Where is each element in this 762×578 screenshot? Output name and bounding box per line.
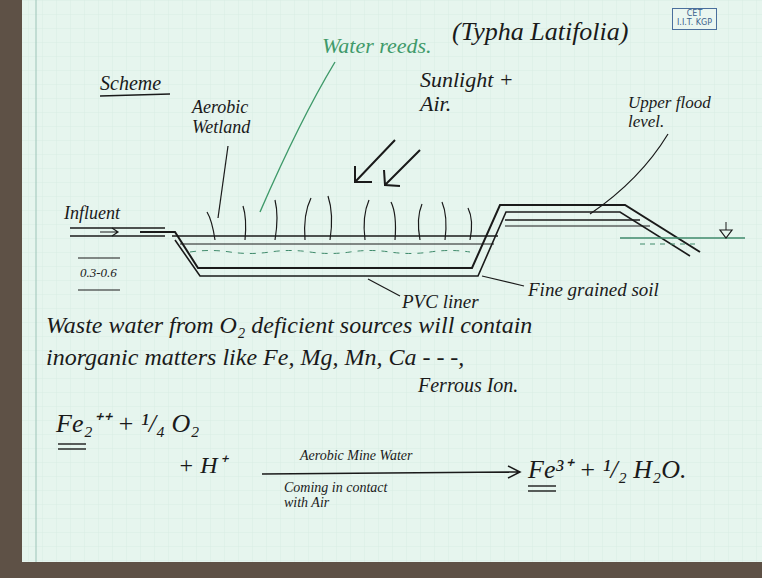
stamp-text: I.I.T. KGP xyxy=(677,19,712,28)
title: Scheme xyxy=(100,72,161,94)
sun-air-label: Sunlight + Air. xyxy=(420,68,520,116)
liner-label: PVC liner xyxy=(402,292,479,313)
stamp-text: CET xyxy=(677,10,712,19)
species-name: (Typha Latifolia) xyxy=(452,18,628,47)
depth-dimension: 0.3-0.6 xyxy=(80,266,117,280)
influent-label: Influent xyxy=(64,204,120,224)
reaction-product: Fe³⁺ + ¹/₂ H₂O. xyxy=(528,456,686,485)
reaction-term: Fe₂⁺⁺ + ¹/₄ O₂ xyxy=(56,410,199,439)
wetland-label: Aerobic Wetland xyxy=(192,98,272,138)
reed-label: Water reeds. xyxy=(322,34,432,58)
arrow-condition: Aerobic Mine Water xyxy=(300,448,413,463)
logo-stamp: CETI.I.T. KGP xyxy=(672,8,717,30)
note-line: Waste water from O₂ deficient sources wi… xyxy=(46,312,532,338)
soil-label: Fine grained soil xyxy=(528,280,659,301)
note-line: Ferrous Ion. xyxy=(418,374,518,396)
note-line: inorganic matters like Fe, Mg, Mn, Ca - … xyxy=(46,344,464,370)
arrow-condition: Coming in contact with Air xyxy=(284,480,404,511)
reaction-term: + H⁺ xyxy=(178,452,226,478)
flood-level-label: Upper flood level. xyxy=(628,94,718,131)
